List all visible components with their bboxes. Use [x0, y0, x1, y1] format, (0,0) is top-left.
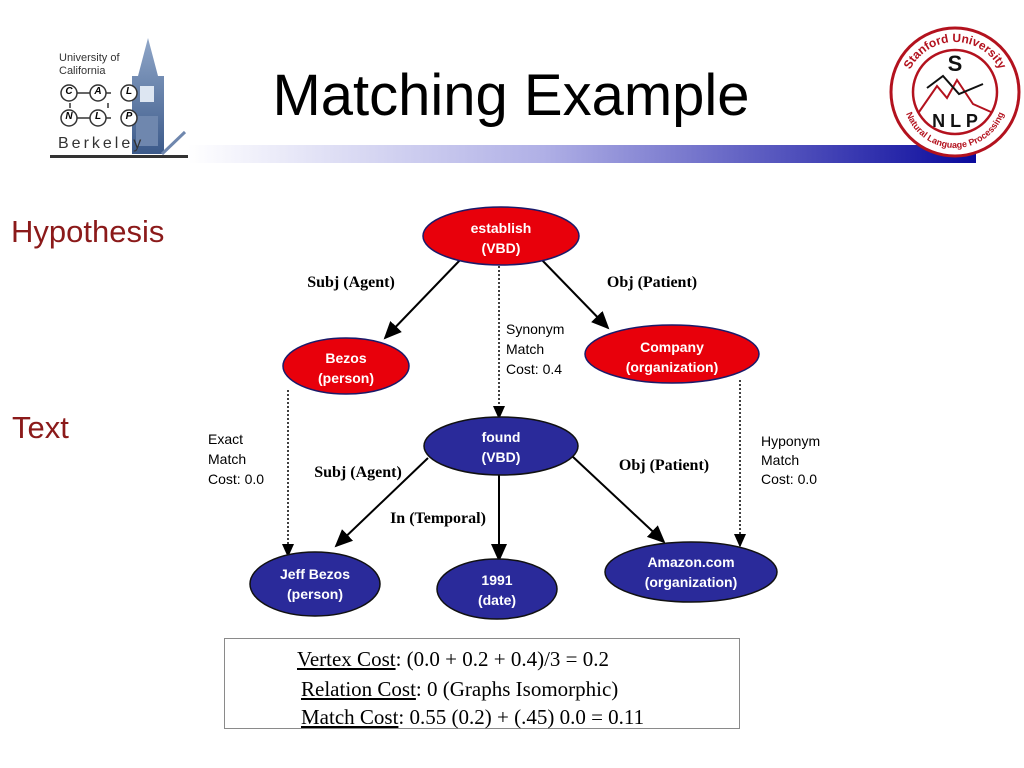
match-exact-line2: Match — [208, 451, 246, 467]
berkeley-letter-l2: L — [94, 111, 102, 122]
relation-cost-label: Relation Cost — [301, 677, 416, 701]
relation-cost-line: Relation Cost: 0 (Graphs Isomorphic) — [301, 677, 618, 702]
berkeley-line1: University of — [59, 52, 120, 64]
edge-found-jeff — [334, 457, 429, 548]
relation-cost-value: : 0 (Graphs Isomorphic) — [415, 677, 619, 701]
node-found: found (VBD) — [423, 416, 579, 476]
berkeley-letter-a: A — [94, 86, 102, 97]
match-hyponym-line2: Match — [761, 452, 799, 468]
match-exact: Exact Match Cost: 0.0 — [208, 431, 264, 487]
berkeley-letter-p: P — [125, 111, 133, 122]
berkeley-bottom: Berkeley — [58, 135, 145, 152]
page-title: Matching Example — [0, 62, 1024, 129]
edge-label-text-obj: Obj (Patient) — [619, 457, 709, 474]
vertex-cost-line: Vertex Cost: (0.0 + 0.2 + 0.4)/3 = 0.2 — [297, 647, 609, 672]
match-hyponym-line3: Cost: 0.0 — [761, 471, 817, 487]
edge-label-hyp-obj: Obj (Patient) — [607, 274, 697, 291]
match-synonym: Synonym Match Cost: 0.4 — [506, 321, 564, 377]
node-year-line2: (date) — [478, 592, 516, 608]
berkeley-logo: University of California C A L N L P Ber… — [50, 36, 188, 158]
berkeley-letter-n: N — [65, 111, 73, 122]
node-bezos-line2: (person) — [318, 370, 374, 386]
match-synonym-line2: Match — [506, 341, 544, 357]
edge-label-text-in: In (Temporal) — [390, 510, 486, 527]
node-establish-line2: (VBD) — [482, 240, 521, 256]
match-cost-label: Match Cost — [301, 705, 399, 729]
stanford-nlp: N L P — [932, 111, 978, 131]
edge-label-hyp-subj: Subj (Agent) — [307, 274, 395, 291]
match-exact-line3: Cost: 0.0 — [208, 471, 264, 487]
match-cost-value: : 0.55 (0.2) + (.45) 0.0 = 0.11 — [398, 705, 645, 729]
hypothesis-label: Hypothesis — [11, 214, 165, 249]
edge-found-amazon — [571, 455, 666, 544]
header-bar — [50, 145, 976, 163]
berkeley-letter-l: L — [125, 86, 133, 97]
vertex-cost-label: Vertex Cost — [297, 647, 396, 671]
stanford-logo-graphic: Stanford University Natural Language Pro… — [889, 26, 1021, 158]
node-amazon-line2: (organization) — [645, 574, 738, 590]
match-cost-line: Match Cost: 0.55 (0.2) + (.45) 0.0 = 0.1… — [301, 705, 644, 730]
node-found-line1: found — [482, 429, 521, 445]
node-jeff-bezos: Jeff Bezos (person) — [249, 551, 381, 617]
vertex-cost-value: : (0.0 + 0.2 + 0.4)/3 = 0.2 — [395, 647, 610, 671]
match-synonym-line3: Cost: 0.4 — [506, 361, 562, 377]
berkeley-line2: California — [59, 65, 106, 77]
edge-establish-bezos — [383, 257, 463, 340]
node-year-line1: 1991 — [481, 572, 512, 588]
match-hyponym-line1: Hyponym — [761, 433, 820, 449]
matching-diagram: establish (VBD) Bezos (person) Company (… — [208, 206, 820, 620]
berkeley-letter-c: C — [65, 86, 73, 97]
node-amazon: Amazon.com (organization) — [604, 541, 778, 603]
match-exact-line1: Exact — [208, 431, 243, 447]
match-hyponym: Hyponym Match Cost: 0.0 — [761, 433, 820, 487]
node-establish-line1: establish — [471, 220, 532, 236]
node-amazon-line1: Amazon.com — [647, 554, 734, 570]
page-title-text: Matching Example — [272, 63, 750, 128]
match-synonym-line1: Synonym — [506, 321, 564, 337]
node-bezos-line1: Bezos — [325, 350, 366, 366]
node-establish: establish (VBD) — [422, 206, 580, 266]
stanford-nlp-logo: Stanford University Natural Language Pro… — [887, 24, 1023, 160]
berkeley-logo-graphic — [60, 38, 187, 156]
text-label: Text — [12, 410, 69, 445]
node-1991: 1991 (date) — [436, 558, 558, 620]
stanford-s: S — [948, 51, 963, 76]
edge-establish-company — [539, 257, 610, 330]
cost-summary-box: Vertex Cost: (0.0 + 0.2 + 0.4)/3 = 0.2 R… — [224, 638, 740, 729]
edge-label-text-subj: Subj (Agent) — [314, 464, 402, 481]
node-found-line2: (VBD) — [482, 449, 521, 465]
node-company: Company (organization) — [584, 324, 760, 384]
node-jeff-line1: Jeff Bezos — [280, 566, 350, 582]
node-jeff-line2: (person) — [287, 586, 343, 602]
node-company-line1: Company — [640, 339, 704, 355]
node-company-line2: (organization) — [626, 359, 719, 375]
node-bezos: Bezos (person) — [282, 337, 410, 395]
